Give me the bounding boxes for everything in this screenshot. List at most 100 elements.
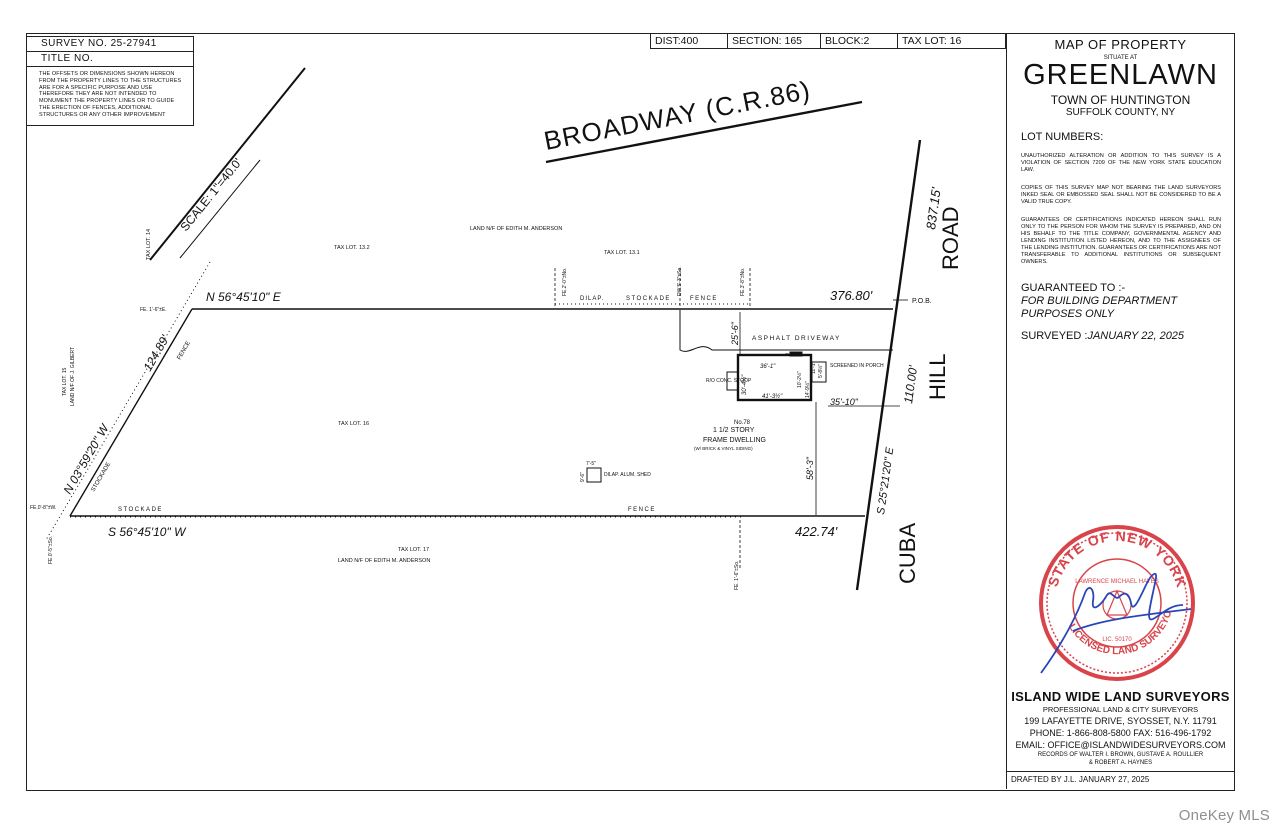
pob-label: P.O.B. xyxy=(912,298,932,305)
cuba-hill-road-line xyxy=(855,139,922,591)
dwelling-dim-side: 30'-4½" xyxy=(741,374,748,395)
dwelling-siding: (W/ BRICK & VINYL SIDING) xyxy=(694,446,753,451)
block-cell: BLOCK:2 xyxy=(821,34,898,48)
west-stockade-label: STOCKADE xyxy=(91,462,113,493)
setback-east: 35'-10" xyxy=(830,397,859,407)
porch-dim-2: 14'-9½" xyxy=(804,381,811,398)
listing-watermark: OneKey MLS xyxy=(1178,807,1270,824)
notice-copies: COPIES OF THIS SURVEY MAP NOT BEARING TH… xyxy=(1021,185,1221,205)
situate-at: SITUATE AT xyxy=(1103,55,1138,61)
west-distance: 124.89' xyxy=(140,332,172,373)
records-line-2: & ROBERT A. HAYNES xyxy=(1088,760,1153,766)
seal-number: LIC. 50170 xyxy=(1102,637,1132,643)
company-email: EMAIL: OFFICE@ISLANDWIDESURVEYORS.COM xyxy=(1015,740,1226,750)
north-bearing: N 56°45'10" E xyxy=(206,290,282,304)
dwelling-dim-front: 36'-1" xyxy=(760,364,776,370)
tax-lot-14: TAX LOT. 14 xyxy=(146,229,152,260)
tax-lot-17: TAX LOT. 17 xyxy=(398,547,429,553)
south-distance: 422.74' xyxy=(795,524,838,539)
dwelling-type: FRAME DWELLING xyxy=(703,437,766,444)
tax-lot-16: TAX LOT. 16 xyxy=(338,421,369,427)
dist-cell: DIST:400 xyxy=(651,34,728,48)
fence-offset-north-3: DW.5'-3"±So. xyxy=(677,266,683,296)
signature-mark xyxy=(1040,572,1192,674)
map-of-property: MAP OF PROPERTY xyxy=(1054,37,1187,52)
survey-map: BROADWAY (C.R.86) SCALE: 1"=40.0' ROAD H… xyxy=(30,67,963,591)
drafted-divider xyxy=(1007,771,1234,772)
records-line-1: RECORDS OF WALTER I. BROWN, GUSTAVE A. R… xyxy=(1037,752,1204,758)
fence-offset-north-2: FE.2'-0"±No. xyxy=(562,268,568,296)
road-distance: 837.15' xyxy=(923,186,944,230)
purpose-line-2: PURPOSES ONLY xyxy=(1021,308,1115,320)
guaranteed-to: GUARANTEED TO :- xyxy=(1021,282,1126,294)
driveway-edge xyxy=(679,310,740,352)
setback-south: 58'-3" xyxy=(805,456,815,480)
concrete-stoop xyxy=(726,371,739,391)
screened-porch-label: SCREENED IN PORCH xyxy=(830,363,884,369)
setback-north: 25'-6" xyxy=(730,321,740,346)
land-owner-north: LAND N/F OF EDITH M. ANDERSON xyxy=(470,226,562,232)
screened-porch xyxy=(811,361,827,383)
west-fence-line xyxy=(45,261,211,541)
chimney xyxy=(789,351,803,357)
dwelling-number: No.78 xyxy=(734,420,751,426)
shed-dimension: 7'-5" xyxy=(586,461,596,467)
dwelling-dim-back: 41'-3½" xyxy=(762,393,783,400)
surveyed-date: JANUARY 22, 2025 xyxy=(1087,330,1185,342)
title-number: TITLE NO. xyxy=(27,52,193,67)
section-cell: SECTION: 165 xyxy=(728,34,821,48)
tax-lot-13-2: TAX LOT. 13.2 xyxy=(334,245,370,251)
company-name: ISLAND WIDE LAND SURVEYORS xyxy=(1011,689,1230,704)
offsets-note: THE OFFSETS OR DIMENSIONS SHOWN HEREON F… xyxy=(39,71,182,118)
porch-dim-4: 5'-8½" xyxy=(817,364,824,378)
north-fence-label-1: DILAP. xyxy=(580,296,604,302)
fence-offset-south-west-2: FE.0'-5"±So. xyxy=(48,536,54,564)
lot-numbers: LOT NUMBERS: xyxy=(1021,131,1104,143)
scale-label: SCALE: 1"=40.0' xyxy=(177,155,244,233)
notice-guarantees: GUARANTEES OR CERTIFICATIONS INDICATED H… xyxy=(1021,217,1221,265)
porch-dim-1: 10'-2½" xyxy=(796,371,803,388)
company-phone: PHONE: 1-866-808-5800 FAX: 516-496-1792 xyxy=(1029,728,1212,738)
west-property-line xyxy=(69,308,193,517)
town-name: TOWN OF HUNTINGTON xyxy=(1050,93,1191,107)
notice-alteration: UNAUTHORIZED ALTERATION OR ADDITION TO T… xyxy=(1021,153,1221,173)
purpose-line-1: FOR BUILDING DEPARTMENT xyxy=(1021,295,1178,307)
county-name: SUFFOLK COUNTY, NY xyxy=(1065,107,1176,118)
fence-offset-north-4: FE.3'-8"±No. xyxy=(740,268,746,296)
chimney-label: CHIM. xyxy=(785,352,798,357)
survey-title-block: SURVEY NO. 25-27941 TITLE NO. THE OFFSET… xyxy=(26,36,194,126)
land-owner-lot-15: LAND N/F OF J. GILBERT xyxy=(70,347,76,406)
company-address: 199 LAFAYETTE DRIVE, SYOSSET, N.Y. 11791 xyxy=(1024,716,1217,726)
info-panel: MAP OF PROPERTY SITUATE AT GREENLAWN TOW… xyxy=(1006,33,1234,789)
fence-offset-south-west: FE.0'-8"±W. xyxy=(30,505,56,511)
west-lot-line-upper xyxy=(149,67,306,261)
survey-number: SURVEY NO. 25-27941 xyxy=(27,37,193,52)
asphalt-driveway-label: ASPHALT DRIVEWAY xyxy=(752,335,841,342)
seal-name: LAWRENCE MICHAEL HAYES xyxy=(1075,579,1158,585)
map-frame xyxy=(26,33,1235,791)
road-label-cuba: CUBA xyxy=(895,523,920,584)
broadway-label: BROADWAY (C.R.86) xyxy=(541,75,813,156)
south-bearing: S 56°45'10" W xyxy=(108,525,187,539)
north-distance: 376.80' xyxy=(830,288,873,303)
fence-offset-north-west: FE. 1'-6"±E. xyxy=(140,307,167,313)
parcel-id-strip: DIST:400 SECTION: 165 BLOCK:2 TAX LOT: 1… xyxy=(650,33,1006,49)
land-owner-south: LAND N/F OF EDITH M. ANDERSON xyxy=(338,558,430,564)
shed-footprint xyxy=(586,467,602,483)
road-label-hill: HILL xyxy=(925,354,950,400)
tax-lot-15: TAX LOT. 15 xyxy=(62,368,68,396)
shed-dimension-2: 9'-6" xyxy=(580,472,586,482)
south-fence-label-2: FENCE xyxy=(628,507,656,513)
company-subtitle: PROFESSIONAL LAND & CITY SURVEYORS xyxy=(1042,705,1199,714)
surveyed-label: SURVEYED : xyxy=(1021,330,1088,342)
dwelling-story: 1 1/2 STORY xyxy=(713,427,755,434)
surveyed-date-line: SURVEYED :JANUARY 22, 2025 xyxy=(1021,330,1184,342)
east-distance: 110.00' xyxy=(901,364,920,404)
shed-label: DILAP. ALUM. SHED xyxy=(604,472,651,478)
fence-offset-south: FE. 1'-6"±So. xyxy=(734,561,740,590)
stoop-label: R/O CONC. STOOP xyxy=(706,378,752,384)
drafted-by: DRAFTED BY J.L. JANUARY 27, 2025 xyxy=(1011,775,1150,784)
tax-lot-13-1: TAX LOT. 13.1 xyxy=(604,250,640,256)
north-fence-label-2: STOCKADE xyxy=(626,296,671,302)
north-fence-label-3: FENCE xyxy=(690,296,718,302)
